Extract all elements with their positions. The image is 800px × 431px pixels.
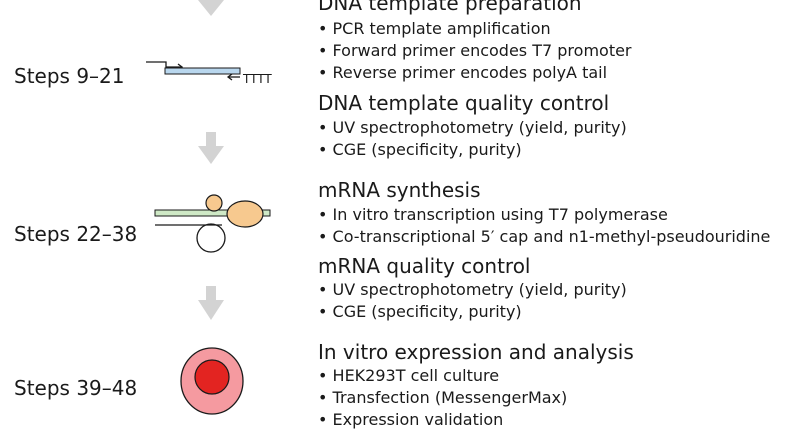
flow-arrow-top <box>198 0 224 16</box>
bullet-item: HEK293T cell culture <box>318 365 567 387</box>
bullet-list-dna-template-quality-control: UV spectrophotometry (yield, purity) CGE… <box>318 117 627 161</box>
cell-icon <box>180 347 244 415</box>
bullet-item: Reverse primer encodes polyA tail <box>318 62 632 84</box>
bullet-item: In vitro transcription using T7 polymera… <box>318 204 770 226</box>
bullet-item: CGE (specificity, purity) <box>318 139 627 161</box>
bullet-item: UV spectrophotometry (yield, purity) <box>318 279 627 301</box>
bullet-list-mrna-synthesis: In vitro transcription using T7 polymera… <box>318 204 771 248</box>
polya-tail-label: TTTT <box>242 72 272 86</box>
step-label-9-21: Steps 9–21 <box>14 64 125 88</box>
bullet-item: Expression validation <box>318 409 567 431</box>
bullet-item: Co-transcriptional 5′ cap and n1-methyl-… <box>318 226 771 248</box>
dna-template-icon: TTTT <box>146 61 272 86</box>
bullet-list-in-vitro-expression: HEK293T cell culture Transfection (Messe… <box>318 365 568 431</box>
workflow-illustrations: TTTT <box>146 0 272 415</box>
bullet-list-dna-template-preparation: PCR template amplification Forward prime… <box>318 18 632 84</box>
bullet-item: PCR template amplification <box>318 18 632 40</box>
step-label-39-48: Steps 39–48 <box>14 376 138 400</box>
bullet-item: CGE (specificity, purity) <box>318 301 627 323</box>
section-title-dna-template-quality-control: DNA template quality control <box>318 91 610 115</box>
bullet-item: Forward primer encodes T7 promoter <box>318 40 632 62</box>
mrna-synthesis-icon <box>154 194 271 253</box>
bullet-list-mrna-quality-control: UV spectrophotometry (yield, purity) CGE… <box>318 279 627 323</box>
flow-arrow-1 <box>198 132 224 164</box>
section-title-in-vitro-expression: In vitro expression and analysis <box>318 340 634 364</box>
step-label-22-38: Steps 22–38 <box>14 222 138 246</box>
flow-arrow-2 <box>198 286 224 320</box>
section-title-mrna-quality-control: mRNA quality control <box>318 254 531 278</box>
section-title-dna-template-preparation: DNA template preparation <box>318 0 582 15</box>
bullet-item: UV spectrophotometry (yield, purity) <box>318 117 627 139</box>
section-title-mrna-synthesis: mRNA synthesis <box>318 178 481 202</box>
bullet-item: Transfection (MessengerMax) <box>318 387 568 409</box>
